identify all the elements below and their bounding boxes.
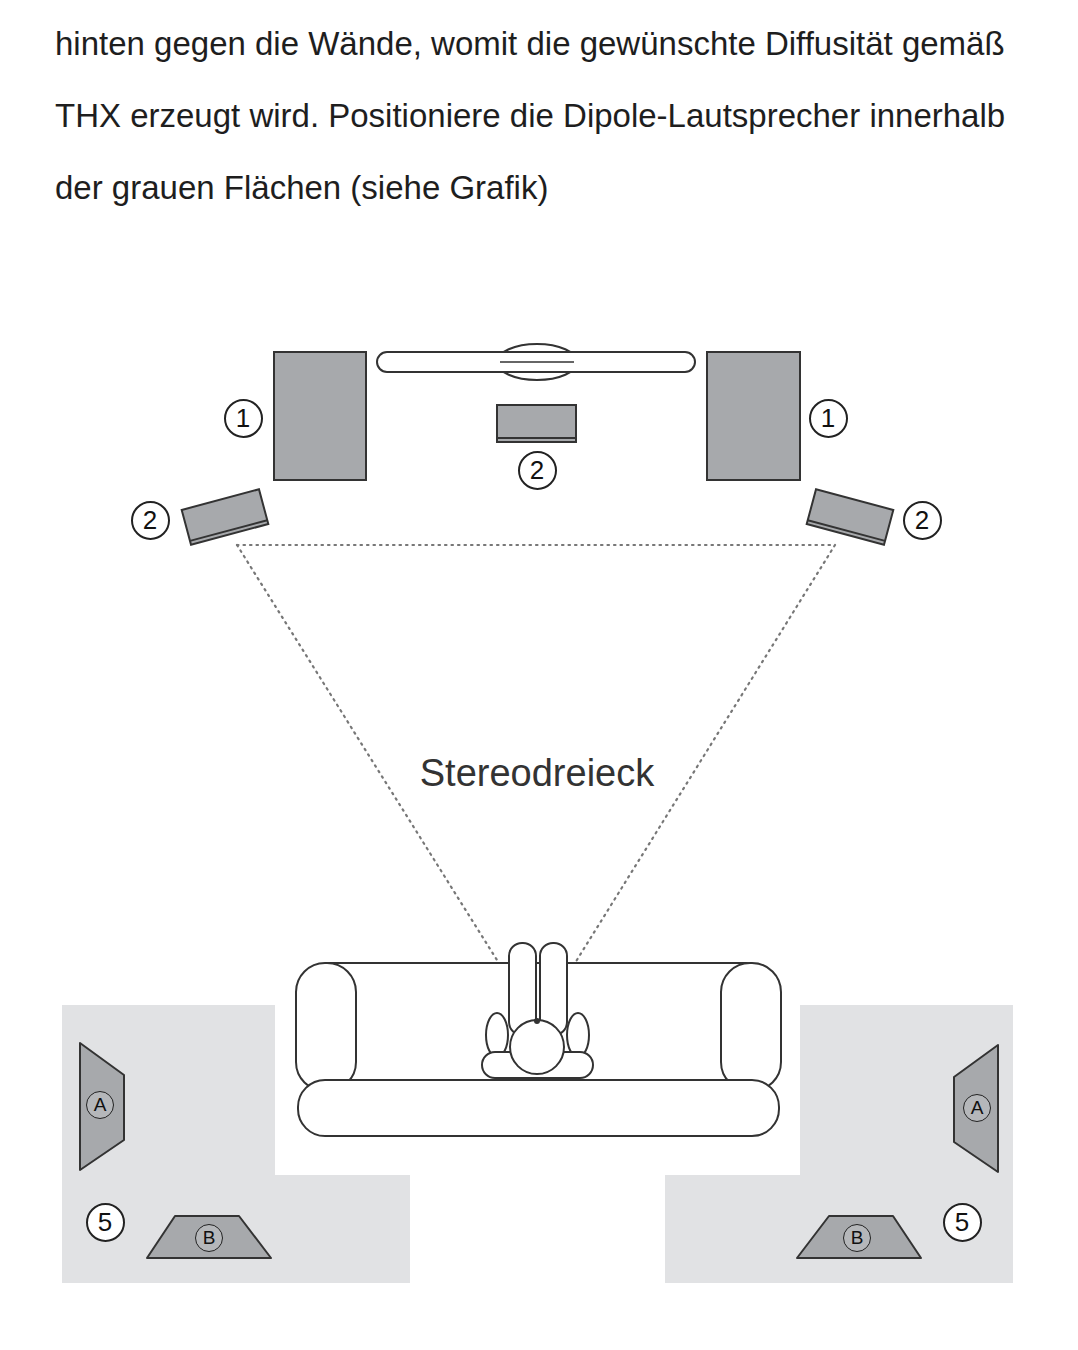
diagram-label: Stereodreieck [416, 752, 658, 795]
tv-screen [377, 352, 695, 372]
center-speaker [497, 437, 576, 439]
speaker-outline [80, 1043, 124, 1170]
angled-speaker [182, 489, 269, 544]
callout-number: 1 [224, 399, 263, 438]
speaker-letter: B [195, 1224, 223, 1252]
dipole-speaker-side: A [950, 1042, 1000, 1174]
tv-stand [500, 361, 574, 363]
center-speaker [497, 405, 576, 442]
front-speaker [707, 352, 800, 480]
callout-number: 1 [809, 399, 848, 438]
callout-number: 5 [943, 1203, 982, 1242]
callout-number: 5 [86, 1203, 125, 1242]
listener [482, 943, 593, 1078]
speaker-letter: A [86, 1091, 114, 1119]
callout-number: 2 [903, 501, 942, 540]
speaker-letter: B [843, 1224, 871, 1252]
body-text: hinten gegen die Wände, womit die gewüns… [55, 8, 1055, 224]
sofa [296, 963, 781, 1136]
angled-speaker [807, 489, 894, 544]
callout-number: 2 [518, 451, 557, 490]
speaker-outline [797, 1216, 921, 1258]
callout-number: 2 [131, 501, 170, 540]
dipole-speaker-rear: B [795, 1212, 923, 1260]
speaker-outline [147, 1216, 271, 1258]
speaker-letter: A [963, 1094, 991, 1122]
speaker-outline [954, 1045, 998, 1172]
tv-stand [497, 344, 577, 380]
stereo-triangle [237, 545, 835, 1000]
front-speaker [274, 352, 366, 480]
dipole-speaker-side: A [78, 1040, 128, 1172]
dipole-speaker-rear: B [145, 1212, 273, 1260]
